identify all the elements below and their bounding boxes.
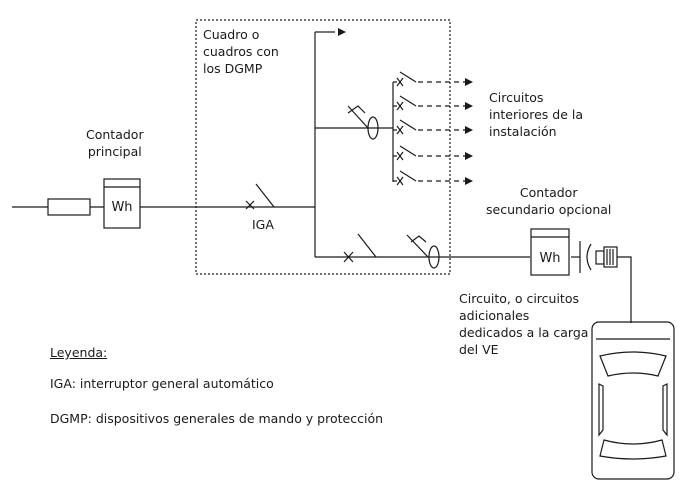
interior-circuits-label: Circuitos interiores de la instalación bbox=[489, 90, 584, 139]
distribution-board-box bbox=[195, 19, 451, 275]
iga-label: IGA bbox=[252, 217, 274, 232]
interior-breakers bbox=[393, 71, 417, 186]
interior-outputs bbox=[418, 78, 473, 185]
secondary-meter-label: Wh bbox=[539, 251, 560, 266]
main-meter-label: Wh bbox=[111, 200, 132, 215]
plug-symbol bbox=[595, 250, 605, 265]
main-meter-caption: Contador principal bbox=[86, 127, 144, 159]
electric-vehicle-icon bbox=[591, 321, 675, 480]
secondary-meter-caption: Contador secundario opcional bbox=[486, 185, 612, 217]
iga-switch-symbol bbox=[255, 183, 275, 208]
legend-dgmp: DGMP: dispositivos generales de mando y … bbox=[50, 411, 384, 426]
legend-iga: IGA: interruptor general automático bbox=[50, 376, 274, 391]
board-label: Cuadro o cuadros con los DGMP bbox=[203, 27, 279, 76]
differential-switch-ev bbox=[406, 234, 429, 258]
legend-title: Leyenda: bbox=[50, 345, 108, 360]
fuse-symbol bbox=[47, 198, 91, 216]
differential-switch-interior bbox=[347, 105, 369, 129]
ev-circuit-label: Circuito, o circuitos adicionales dedica… bbox=[459, 291, 589, 357]
ev-cable bbox=[617, 256, 632, 323]
